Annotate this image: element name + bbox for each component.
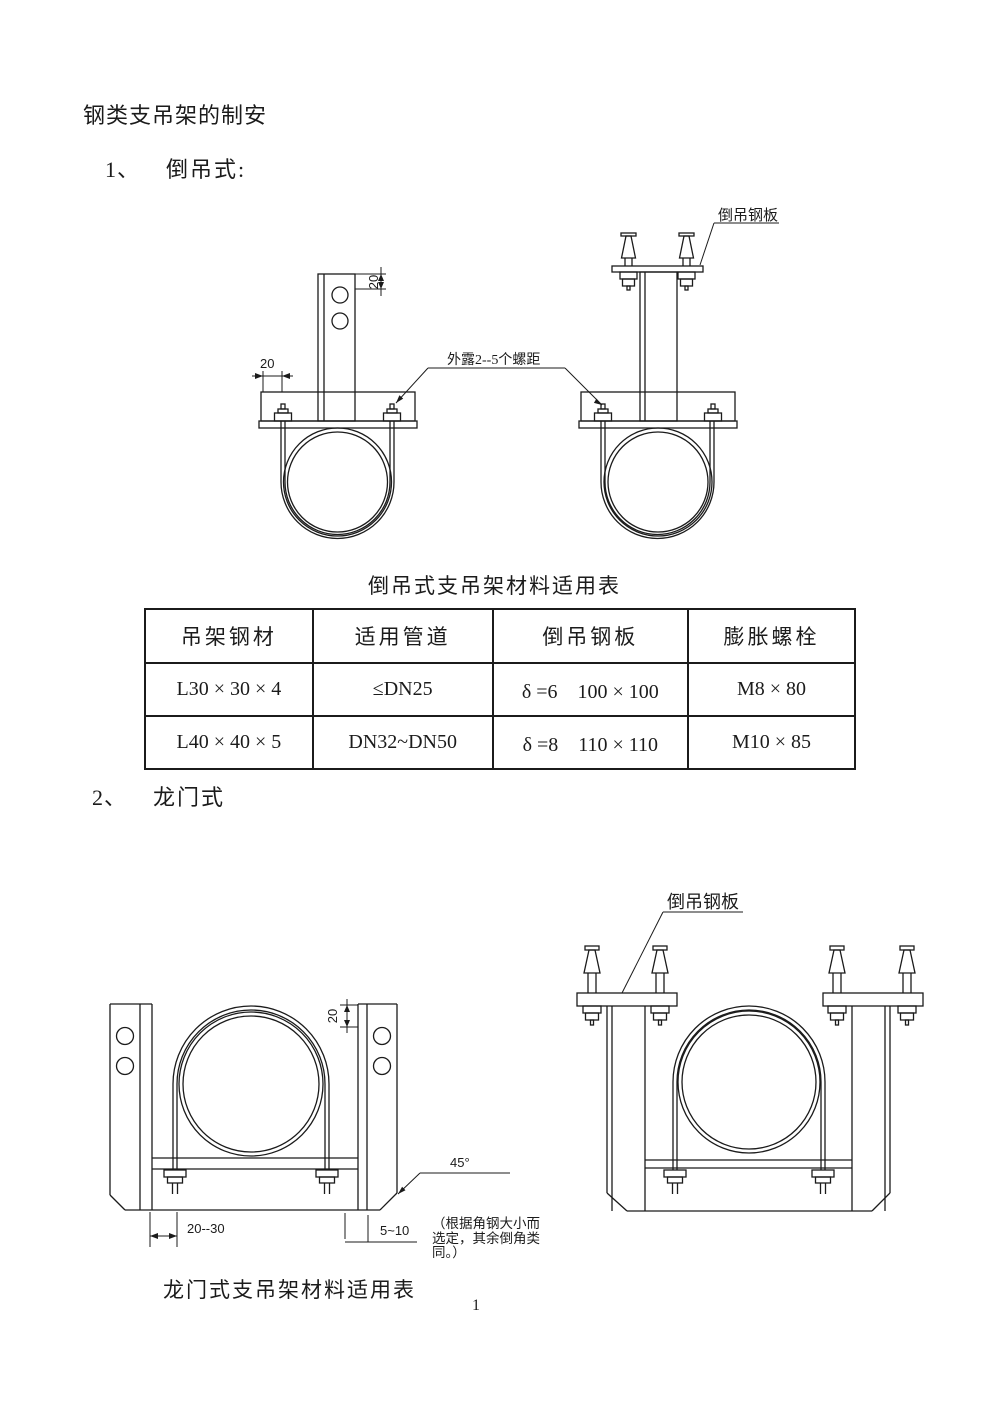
anchor-plate-label: 倒吊钢板 <box>718 206 778 224</box>
expansion-bolt <box>827 945 847 1026</box>
gantry-diagram-right: 倒吊钢板 <box>576 892 924 1212</box>
gantry-post-right <box>357 1003 398 1211</box>
u-bolt-nut <box>663 1169 687 1194</box>
dimension-chamfer-5-10: 5~10 <box>344 1213 417 1243</box>
anchor-plate-label: 倒吊钢板 <box>667 892 739 912</box>
table-cell: δ =8 110 × 110 <box>494 717 690 768</box>
table-cell: L40 × 40 × 5 <box>146 717 314 768</box>
expansion-bolt <box>897 945 917 1026</box>
u-bolt-nut <box>163 1169 187 1194</box>
bolt-hole <box>331 312 349 330</box>
section1-heading: 1、倒吊式: <box>105 152 246 184</box>
dim-label: 5~10 <box>380 1223 409 1238</box>
dimension-offset-20-30: 20--30 <box>149 1212 225 1247</box>
pipe-right <box>603 427 713 537</box>
gantry-post-right <box>851 1006 891 1212</box>
u-bolt-nut <box>593 403 613 422</box>
callout-exposed-threads: 外露2--5个螺距 <box>395 352 603 406</box>
page-number: 1 <box>472 1297 480 1314</box>
chamfer-note: （根据角钢大小而 选定，其余倒角类 同。） <box>432 1216 540 1260</box>
table-header-row: 吊架钢材 适用管道 倒吊钢板 膨胀螺栓 <box>146 610 854 664</box>
exposed-threads-label: 外露2--5个螺距 <box>447 352 540 368</box>
pipe <box>178 1011 324 1157</box>
section1-label: 倒吊式: <box>166 157 247 182</box>
note-line: 同。） <box>432 1245 466 1260</box>
u-bolt <box>672 1005 826 1170</box>
dimension-plate-left-20: 20 <box>252 356 293 392</box>
expansion-bolt <box>677 232 696 291</box>
note-line: （根据角钢大小而 <box>432 1216 540 1231</box>
table-cell: M10 × 85 <box>731 731 812 753</box>
table-cell: DN32~DN50 <box>314 717 494 768</box>
bolt-hole <box>115 1026 135 1046</box>
doc-title: 钢类支吊架的制安 <box>83 103 268 128</box>
u-bolt-nut <box>315 1169 339 1194</box>
gantry-post-left <box>109 1003 153 1211</box>
u-bolt-right <box>600 421 715 540</box>
material-table: 吊架钢材 适用管道 倒吊钢板 膨胀螺栓 L30 × 30 × 4 ≤DN25 δ… <box>144 608 856 770</box>
table-cell: L30 × 30 × 4 <box>146 664 314 715</box>
table-row: L30 × 30 × 4 ≤DN25 δ =6 100 × 100 M8 × 8… <box>146 664 854 717</box>
table-cell: ≤DN25 <box>314 664 494 715</box>
dim-label: 20 <box>260 356 274 371</box>
gantry-diagram-left: 20 <box>109 999 540 1260</box>
chamfer-edge <box>379 1192 398 1211</box>
dim-label: 20--30 <box>187 1221 225 1236</box>
chamfer-edge <box>871 1192 891 1212</box>
col-header: 膨胀螺栓 <box>723 625 820 649</box>
u-bolt-left <box>280 421 395 540</box>
note-line: 选定，其余倒角类 <box>432 1230 540 1246</box>
chamfer-edge <box>109 1194 126 1211</box>
table1-title: 倒吊式支吊架材料适用表 <box>368 574 621 598</box>
callout-anchor-plate: 倒吊钢板 <box>699 206 779 266</box>
hanger-post-right <box>639 271 678 422</box>
clamp-plate-right <box>578 391 738 429</box>
callout-anchor-plate: 倒吊钢板 <box>621 892 743 994</box>
callout-45-degree: 45° <box>397 1155 510 1195</box>
section2-number: 2、 <box>92 785 128 810</box>
gantry-post-left <box>606 1006 646 1212</box>
bolt-hole <box>331 286 349 304</box>
section2-heading: 2、龙门式 <box>92 780 225 812</box>
section2-label: 龙门式 <box>153 785 226 810</box>
table-row: L40 × 40 × 5 DN32~DN50 δ =8 110 × 110 M1… <box>146 717 854 768</box>
u-bolt <box>172 1005 330 1170</box>
table-cell: δ =6 100 × 100 <box>494 664 690 715</box>
bolt-hole <box>372 1026 392 1046</box>
inverted-hanger-diagram: 20 20 <box>252 206 779 540</box>
col-header: 吊架钢材 <box>146 610 314 662</box>
clamp-plate-left <box>258 391 418 429</box>
dim-label: 20 <box>366 275 381 289</box>
u-bolt-nut <box>703 403 723 422</box>
bolt-hole <box>115 1056 135 1076</box>
hanger-post-left <box>317 273 356 422</box>
u-bolt-nut <box>811 1169 835 1194</box>
section1-number: 1、 <box>105 157 141 182</box>
col-header: 倒吊钢板 <box>494 610 690 662</box>
bolt-hole <box>372 1056 392 1076</box>
u-bolt-nut <box>382 403 402 422</box>
dimension-post-top-20: 20 <box>325 999 358 1033</box>
expansion-bolt <box>650 945 670 1026</box>
expansion-bolt <box>582 945 602 1026</box>
anchor-plate <box>611 265 704 273</box>
expansion-bolt <box>619 232 638 291</box>
pipe <box>677 1010 821 1154</box>
anchor-plate <box>576 992 924 1007</box>
table2-title: 龙门式支吊架材料适用表 <box>163 1278 416 1302</box>
dimension-post-top-20: 20 <box>355 267 386 296</box>
col-header: 适用管道 <box>314 610 494 662</box>
angle-label: 45° <box>450 1155 470 1170</box>
pipe-left <box>282 427 393 537</box>
cross-beam <box>627 1159 872 1212</box>
dim-label: 20 <box>325 1009 340 1023</box>
chamfer-edge <box>606 1192 628 1212</box>
table-cell: M8 × 80 <box>736 678 807 700</box>
u-bolt-nut <box>273 403 293 422</box>
cross-beam <box>125 1157 380 1211</box>
